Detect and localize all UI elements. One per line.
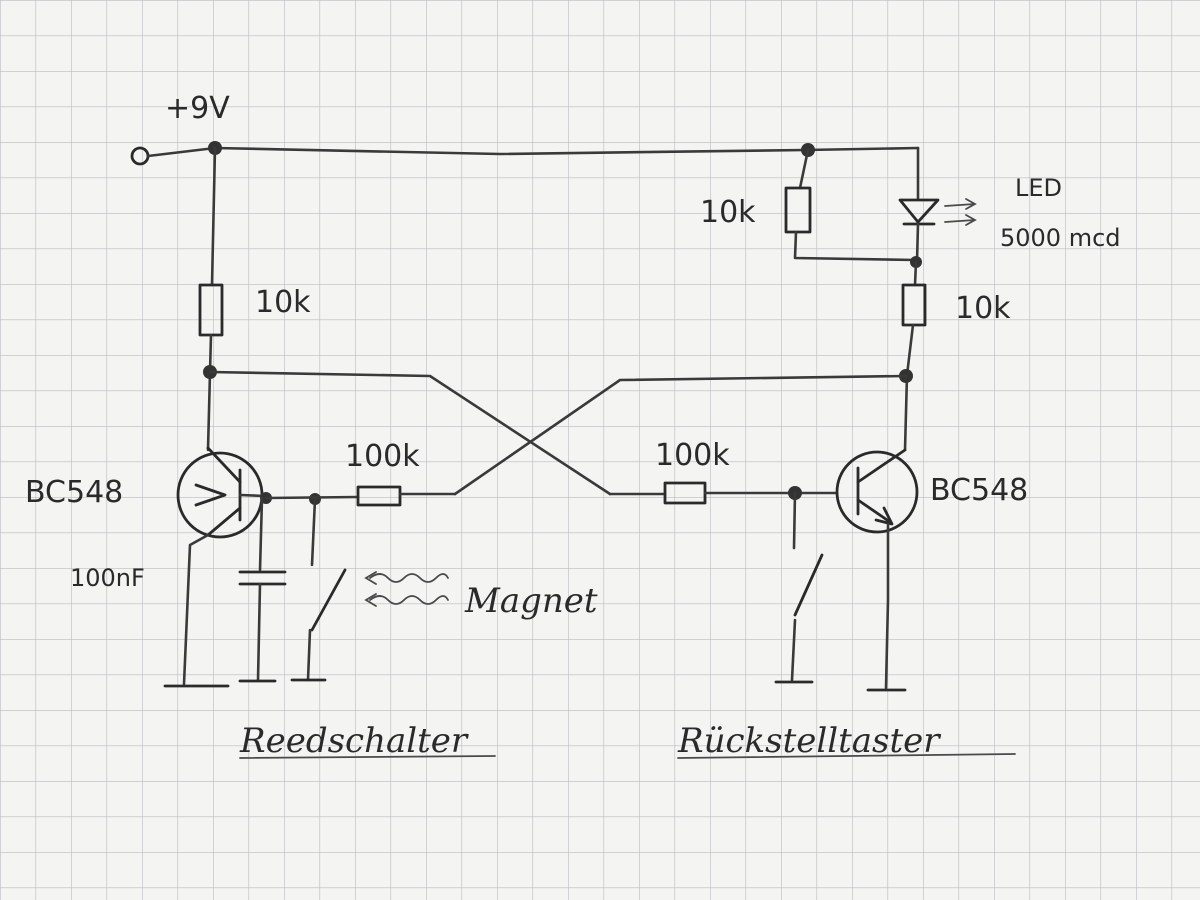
led-symbol [898,198,940,224]
magnet-label: Magnet [464,581,598,621]
reed-switch [310,568,347,632]
reed-switch-label: Reedschalter [239,721,469,761]
supply-label: +9V [165,91,230,126]
right-base-network [608,481,837,684]
resistor-right-label: 10k [955,291,1011,326]
resistor-base-left-label: 100k [345,439,420,474]
reset-button [793,553,824,617]
resistor-led [784,186,812,234]
resistor-led-label: 10k [700,195,756,230]
resistor-base-left [356,485,402,507]
capacitor-label: 100nF [70,564,145,592]
left-base-network [163,485,457,688]
led-brightness-label: 5000 mcd [1000,224,1121,252]
led-label: LED [1015,174,1062,202]
transistor-right-label: BC548 [930,473,1028,508]
magnet-field-arrows [364,571,449,607]
transistor-left-label: BC548 [25,475,123,510]
transistor-right [835,448,919,692]
capacitor [238,570,287,586]
resistor-top-left-label: 10k [255,285,311,320]
reset-button-label: Rückstelltaster [677,721,941,761]
resistor-base-right-label: 100k [655,438,730,473]
right-led-branch [784,146,977,452]
cross-coupling-wires [208,370,908,496]
